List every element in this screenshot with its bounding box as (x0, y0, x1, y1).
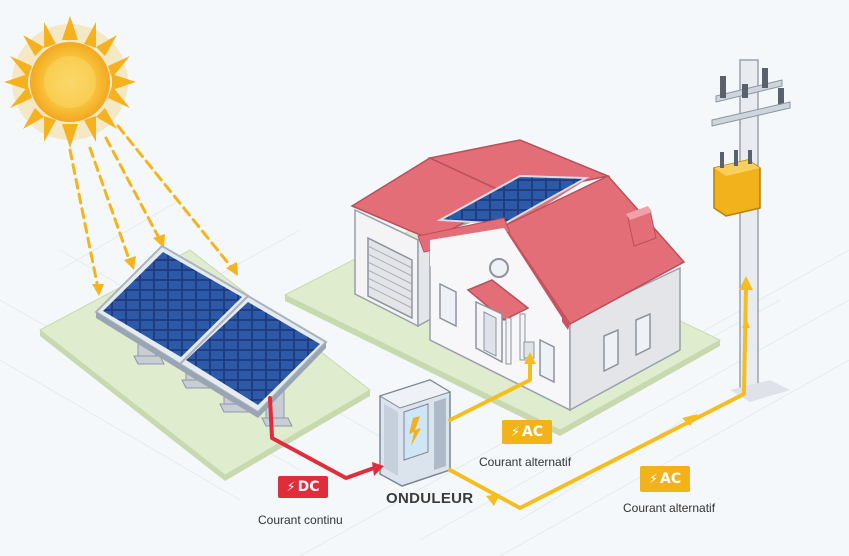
bolt-icon: ⚡ (648, 471, 659, 487)
ray-arrowheads (92, 234, 238, 296)
dc-badge-label: DC (297, 479, 320, 495)
ac-arrowhead-grid (739, 276, 753, 290)
sun-rays (68, 124, 234, 290)
ac-caption-grid: Courant alternatif (623, 501, 716, 515)
dc-line (268, 396, 376, 480)
ac-arrowhead-house (524, 352, 536, 364)
ac-badge-house: ⚡ AC (502, 420, 552, 444)
ac-line-house (448, 360, 532, 422)
ac-grid-chevrons (486, 318, 750, 506)
inverter-icon (378, 379, 452, 487)
sun-icon (4, 16, 136, 148)
bolt-icon: ⚡ (510, 424, 521, 440)
transformer (713, 150, 761, 217)
ac-line-grid (448, 284, 748, 510)
ac-badge-grid: ⚡ AC (640, 466, 690, 492)
ac-caption-house: Courant alternatif (479, 455, 572, 469)
ac-badge-grid-label: AC (660, 471, 682, 487)
inverter-label: ONDULEUR (386, 490, 474, 507)
dc-badge: ⚡ DC (278, 476, 328, 498)
dc-caption: Courant continu (258, 513, 343, 527)
bolt-icon: ⚡ (286, 479, 296, 495)
ac-badge-house-label: AC (522, 424, 544, 440)
solar-panel-array (94, 244, 328, 418)
dc-arrowhead (372, 462, 384, 476)
utility-pole (711, 59, 791, 402)
house (350, 139, 686, 412)
